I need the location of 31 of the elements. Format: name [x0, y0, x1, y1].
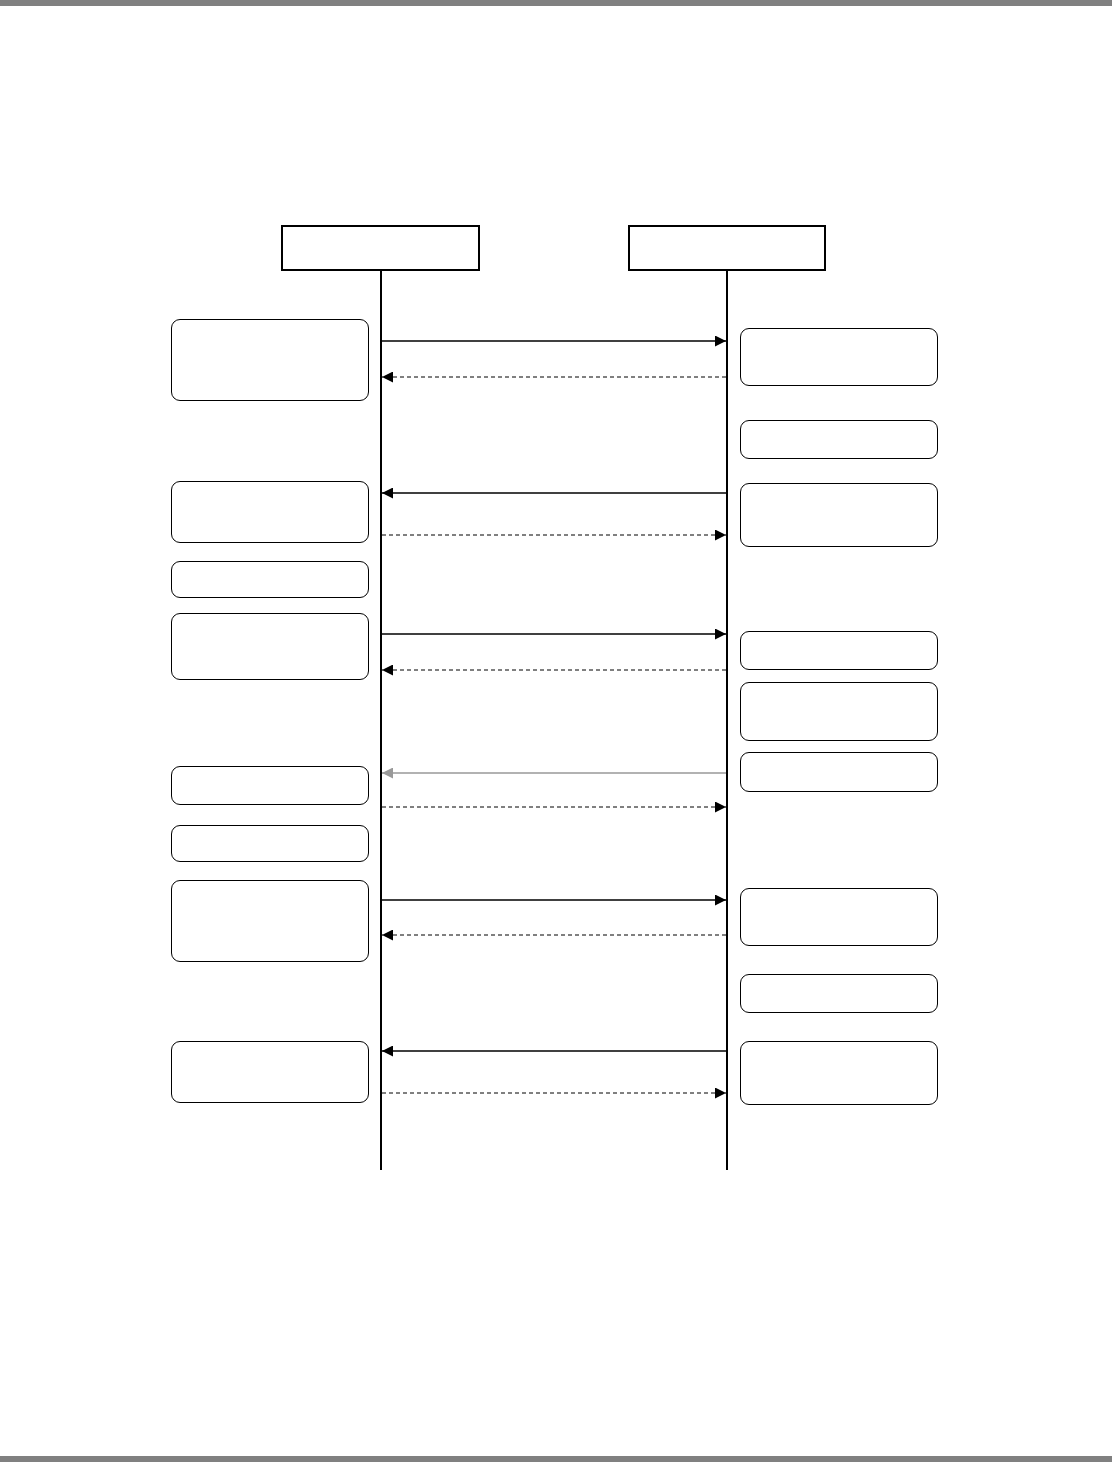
note-box [740, 888, 938, 946]
message-arrow [381, 767, 727, 779]
note-box [171, 319, 369, 401]
note-box [740, 752, 938, 792]
note-box [171, 613, 369, 680]
note-box [171, 1041, 369, 1103]
message-arrow [381, 529, 727, 541]
note-box [740, 974, 938, 1013]
message-arrow [381, 801, 727, 813]
participant-lifeline [628, 225, 826, 1170]
note-box [171, 825, 369, 862]
note-box [740, 483, 938, 547]
note-box [171, 481, 369, 543]
note-box [740, 420, 938, 459]
note-box [740, 1041, 938, 1105]
message-arrow [381, 664, 727, 676]
message-arrow [381, 1045, 727, 1057]
note-box [171, 561, 369, 598]
note-box [171, 880, 369, 962]
participant-lifeline [281, 225, 480, 1170]
note-box [171, 766, 369, 805]
note-box [740, 328, 938, 386]
message-arrow [381, 335, 727, 347]
message-arrow [381, 929, 727, 941]
message-arrow [381, 628, 727, 640]
message-arrow [381, 371, 727, 383]
message-arrow [381, 894, 727, 906]
note-box [740, 631, 938, 670]
note-box [740, 682, 938, 741]
message-arrow [381, 487, 727, 499]
message-arrow [381, 1087, 727, 1099]
